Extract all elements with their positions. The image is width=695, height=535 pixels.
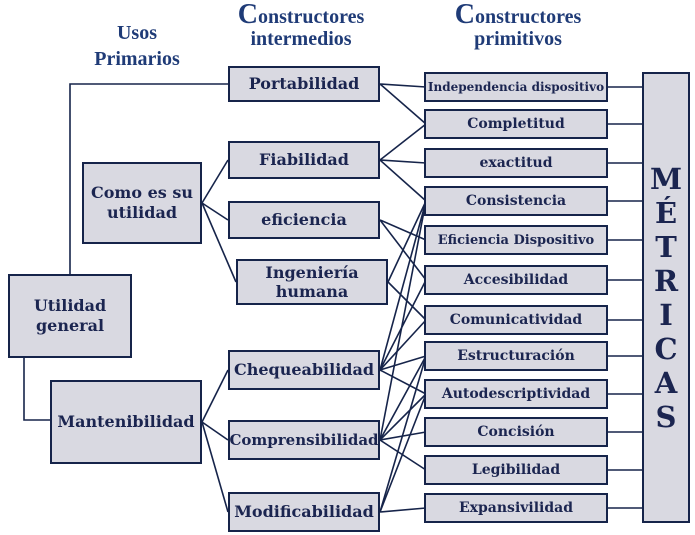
metricas-box: M É T R I C A S bbox=[642, 72, 690, 523]
line-comp-autodesc bbox=[379, 393, 427, 441]
metricas-letter: A bbox=[654, 365, 678, 400]
line-comp-estructuracion bbox=[379, 355, 427, 441]
node-portabilidad-label: Portabilidad bbox=[248, 74, 360, 93]
node-utilidad-general: Utilidad general bbox=[8, 274, 132, 358]
node-modificabilidad-label: Modificabilidad bbox=[234, 502, 374, 521]
primitive-label: exactitud bbox=[479, 155, 553, 171]
primitive-exactitud: exactitud bbox=[424, 148, 608, 178]
primitive-independencia-dispositivo: Independencia dispositivo bbox=[424, 72, 608, 102]
primitive-label: Independencia dispositivo bbox=[427, 80, 605, 94]
header-constructores-primitivos: Constructores primitivos bbox=[428, 1, 608, 51]
line-utilidad-mantenibilidad bbox=[23, 358, 50, 421]
line-fiab-exactitud bbox=[379, 159, 427, 164]
primitive-label: Estructuración bbox=[457, 348, 575, 364]
metricas-letter: I bbox=[659, 297, 673, 332]
node-comprensibilidad: Comprensibilidad bbox=[228, 420, 380, 460]
line-cheq-consistencia bbox=[379, 200, 427, 371]
metricas-letter: C bbox=[654, 331, 678, 366]
line-comp-consistencia bbox=[379, 200, 427, 441]
node-como-line2: utilidad bbox=[107, 203, 177, 222]
primitive-comunicatividad: Comunicatividad bbox=[424, 305, 608, 335]
metricas-letter: S bbox=[655, 399, 677, 434]
node-mantenibilidad: Mantenibilidad bbox=[50, 380, 202, 464]
header-intermedios-rest: onstructores bbox=[257, 6, 365, 28]
primitive-autodescriptividad: Autodescriptividad bbox=[424, 379, 608, 409]
metricas-letter: R bbox=[653, 263, 679, 298]
header-primitivos-rest: onstructores bbox=[474, 6, 582, 28]
line-fiab-consistencia bbox=[379, 159, 427, 202]
line-port-independencia bbox=[379, 83, 427, 88]
primitive-label: Autodescriptividad bbox=[441, 386, 591, 402]
primitive-label: Consistencia bbox=[465, 193, 567, 209]
primitive-eficiencia-dispositivo: Eficiencia Dispositivo bbox=[424, 225, 608, 255]
node-como-line1: Como es su bbox=[91, 183, 193, 202]
primitive-estructuracion: Estructuración bbox=[424, 341, 608, 371]
node-comprensibilidad-label: Comprensibilidad bbox=[229, 431, 379, 449]
line-mod-estructuracion bbox=[379, 355, 427, 513]
header-primitivos-initial: C bbox=[454, 0, 475, 30]
line-mant-comprensibilidad bbox=[201, 421, 229, 441]
line-mant-modificabilidad bbox=[201, 421, 229, 513]
metricas-letter: É bbox=[654, 195, 678, 230]
line-cheq-accesibilidad bbox=[379, 279, 427, 371]
node-como-es-su-utilidad: Como es su utilidad bbox=[82, 162, 202, 244]
header-primitivos-line2: primitivos bbox=[474, 28, 562, 50]
header-usos-primarios: Usos Primarios bbox=[70, 22, 204, 70]
header-usos-line1: Usos bbox=[116, 22, 157, 44]
primitive-label: Completitud bbox=[467, 116, 565, 132]
node-eficiencia-label: eficiencia bbox=[261, 210, 347, 229]
node-fiabilidad-label: Fiabilidad bbox=[259, 150, 349, 169]
line-mant-chequeabilidad bbox=[201, 369, 229, 423]
node-mantenibilidad-label: Mantenibilidad bbox=[57, 412, 195, 431]
node-ingenieria-line2: humana bbox=[275, 282, 349, 301]
primitive-legibilidad: Legibilidad bbox=[424, 455, 608, 485]
node-utilidad-general-line1: Utilidad bbox=[33, 296, 107, 315]
node-portabilidad: Portabilidad bbox=[228, 66, 380, 102]
primitive-accesibilidad: Accesibilidad bbox=[424, 265, 608, 295]
line-como-ingenieria bbox=[201, 202, 237, 283]
header-usos-line2: Primarios bbox=[94, 48, 180, 70]
node-chequeabilidad: Chequeabilidad bbox=[228, 350, 380, 390]
node-ingenieria-line1: Ingeniería bbox=[265, 263, 359, 282]
primitive-label: Comunicatividad bbox=[449, 312, 583, 328]
primitive-completitud: Completitud bbox=[424, 109, 608, 139]
primitive-label: Expansivilidad bbox=[459, 500, 573, 516]
line-fiab-completitud bbox=[379, 123, 427, 161]
primitive-label: Concisión bbox=[477, 424, 555, 440]
primitive-consistencia: Consistencia bbox=[424, 186, 608, 216]
line-mod-expansivilidad bbox=[379, 507, 427, 513]
header-constructores-intermedios: Constructores intermedios bbox=[215, 1, 387, 51]
node-eficiencia: eficiencia bbox=[228, 201, 380, 239]
header-intermedios-line2: intermedios bbox=[250, 28, 352, 50]
metricas-letter: T bbox=[655, 229, 677, 264]
line-como-fiabilidad bbox=[201, 159, 229, 204]
line-utilidad-portabilidad bbox=[69, 83, 228, 274]
node-ingenieria-humana: Ingeniería humana bbox=[236, 259, 388, 305]
primitive-label: Accesibilidad bbox=[463, 272, 569, 288]
line-cheq-comunicatividad bbox=[379, 319, 427, 371]
primitive-label: Legibilidad bbox=[471, 462, 561, 478]
line-ing-consistencia bbox=[387, 200, 427, 283]
metricas-letter: M bbox=[649, 161, 683, 196]
line-port-completitud bbox=[379, 83, 427, 125]
primitive-concision: Concisión bbox=[424, 417, 608, 447]
line-cheq-estructuracion bbox=[379, 355, 427, 371]
node-fiabilidad: Fiabilidad bbox=[228, 141, 380, 179]
primitive-label: Eficiencia Dispositivo bbox=[437, 232, 595, 248]
node-utilidad-general-line2: general bbox=[35, 316, 105, 335]
line-cheq-autodesc bbox=[379, 369, 427, 395]
node-chequeabilidad-label: Chequeabilidad bbox=[233, 360, 375, 379]
node-modificabilidad: Modificabilidad bbox=[228, 492, 380, 532]
primitive-expansivilidad: Expansivilidad bbox=[424, 493, 608, 523]
line-como-eficiencia bbox=[201, 202, 229, 221]
header-intermedios-initial: C bbox=[237, 0, 258, 30]
line-mod-autodesc bbox=[379, 393, 427, 513]
